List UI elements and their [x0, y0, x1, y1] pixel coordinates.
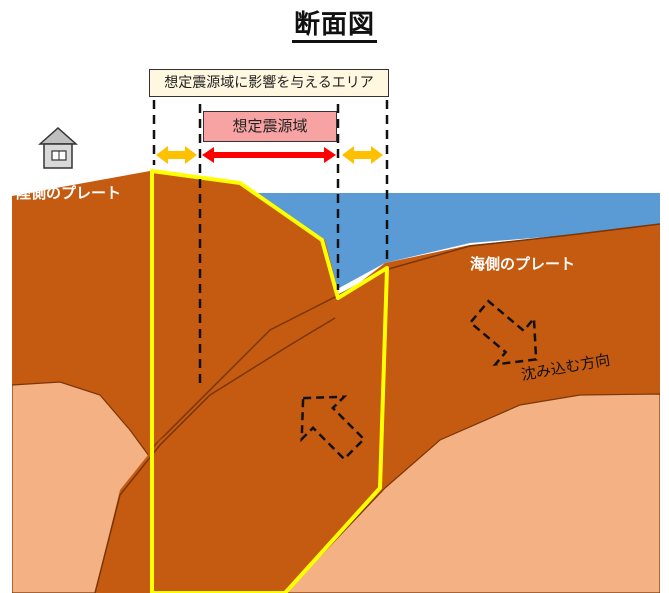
cross-section-diagram — [12, 56, 660, 593]
hollow-arrow-icon — [300, 395, 366, 461]
house-icon — [38, 126, 78, 169]
source-arrow-head-right — [324, 147, 336, 163]
plate-wedge — [95, 410, 200, 593]
oceanic-plate-lower-boundary — [94, 317, 336, 593]
affected-area-arrows — [156, 146, 383, 164]
affected-area-label: 想定震源域に影響を与えるエリア — [149, 69, 389, 97]
sea-plate-label: 海側のプレート — [470, 255, 576, 273]
source-zone-outline — [150, 169, 389, 593]
land-plate-label: 陸側のプレート — [16, 184, 122, 202]
source-arrow-head-left — [202, 147, 214, 163]
diagram-title: 断面図 — [0, 4, 669, 43]
boundary-guides — [152, 100, 389, 385]
affected-arrow-right — [342, 146, 383, 164]
source-area-label: 想定震源域 — [203, 111, 337, 142]
subduction-arrow-icon — [468, 299, 538, 367]
affected-arrow-left — [156, 146, 197, 164]
deep-layer-right — [284, 393, 660, 593]
